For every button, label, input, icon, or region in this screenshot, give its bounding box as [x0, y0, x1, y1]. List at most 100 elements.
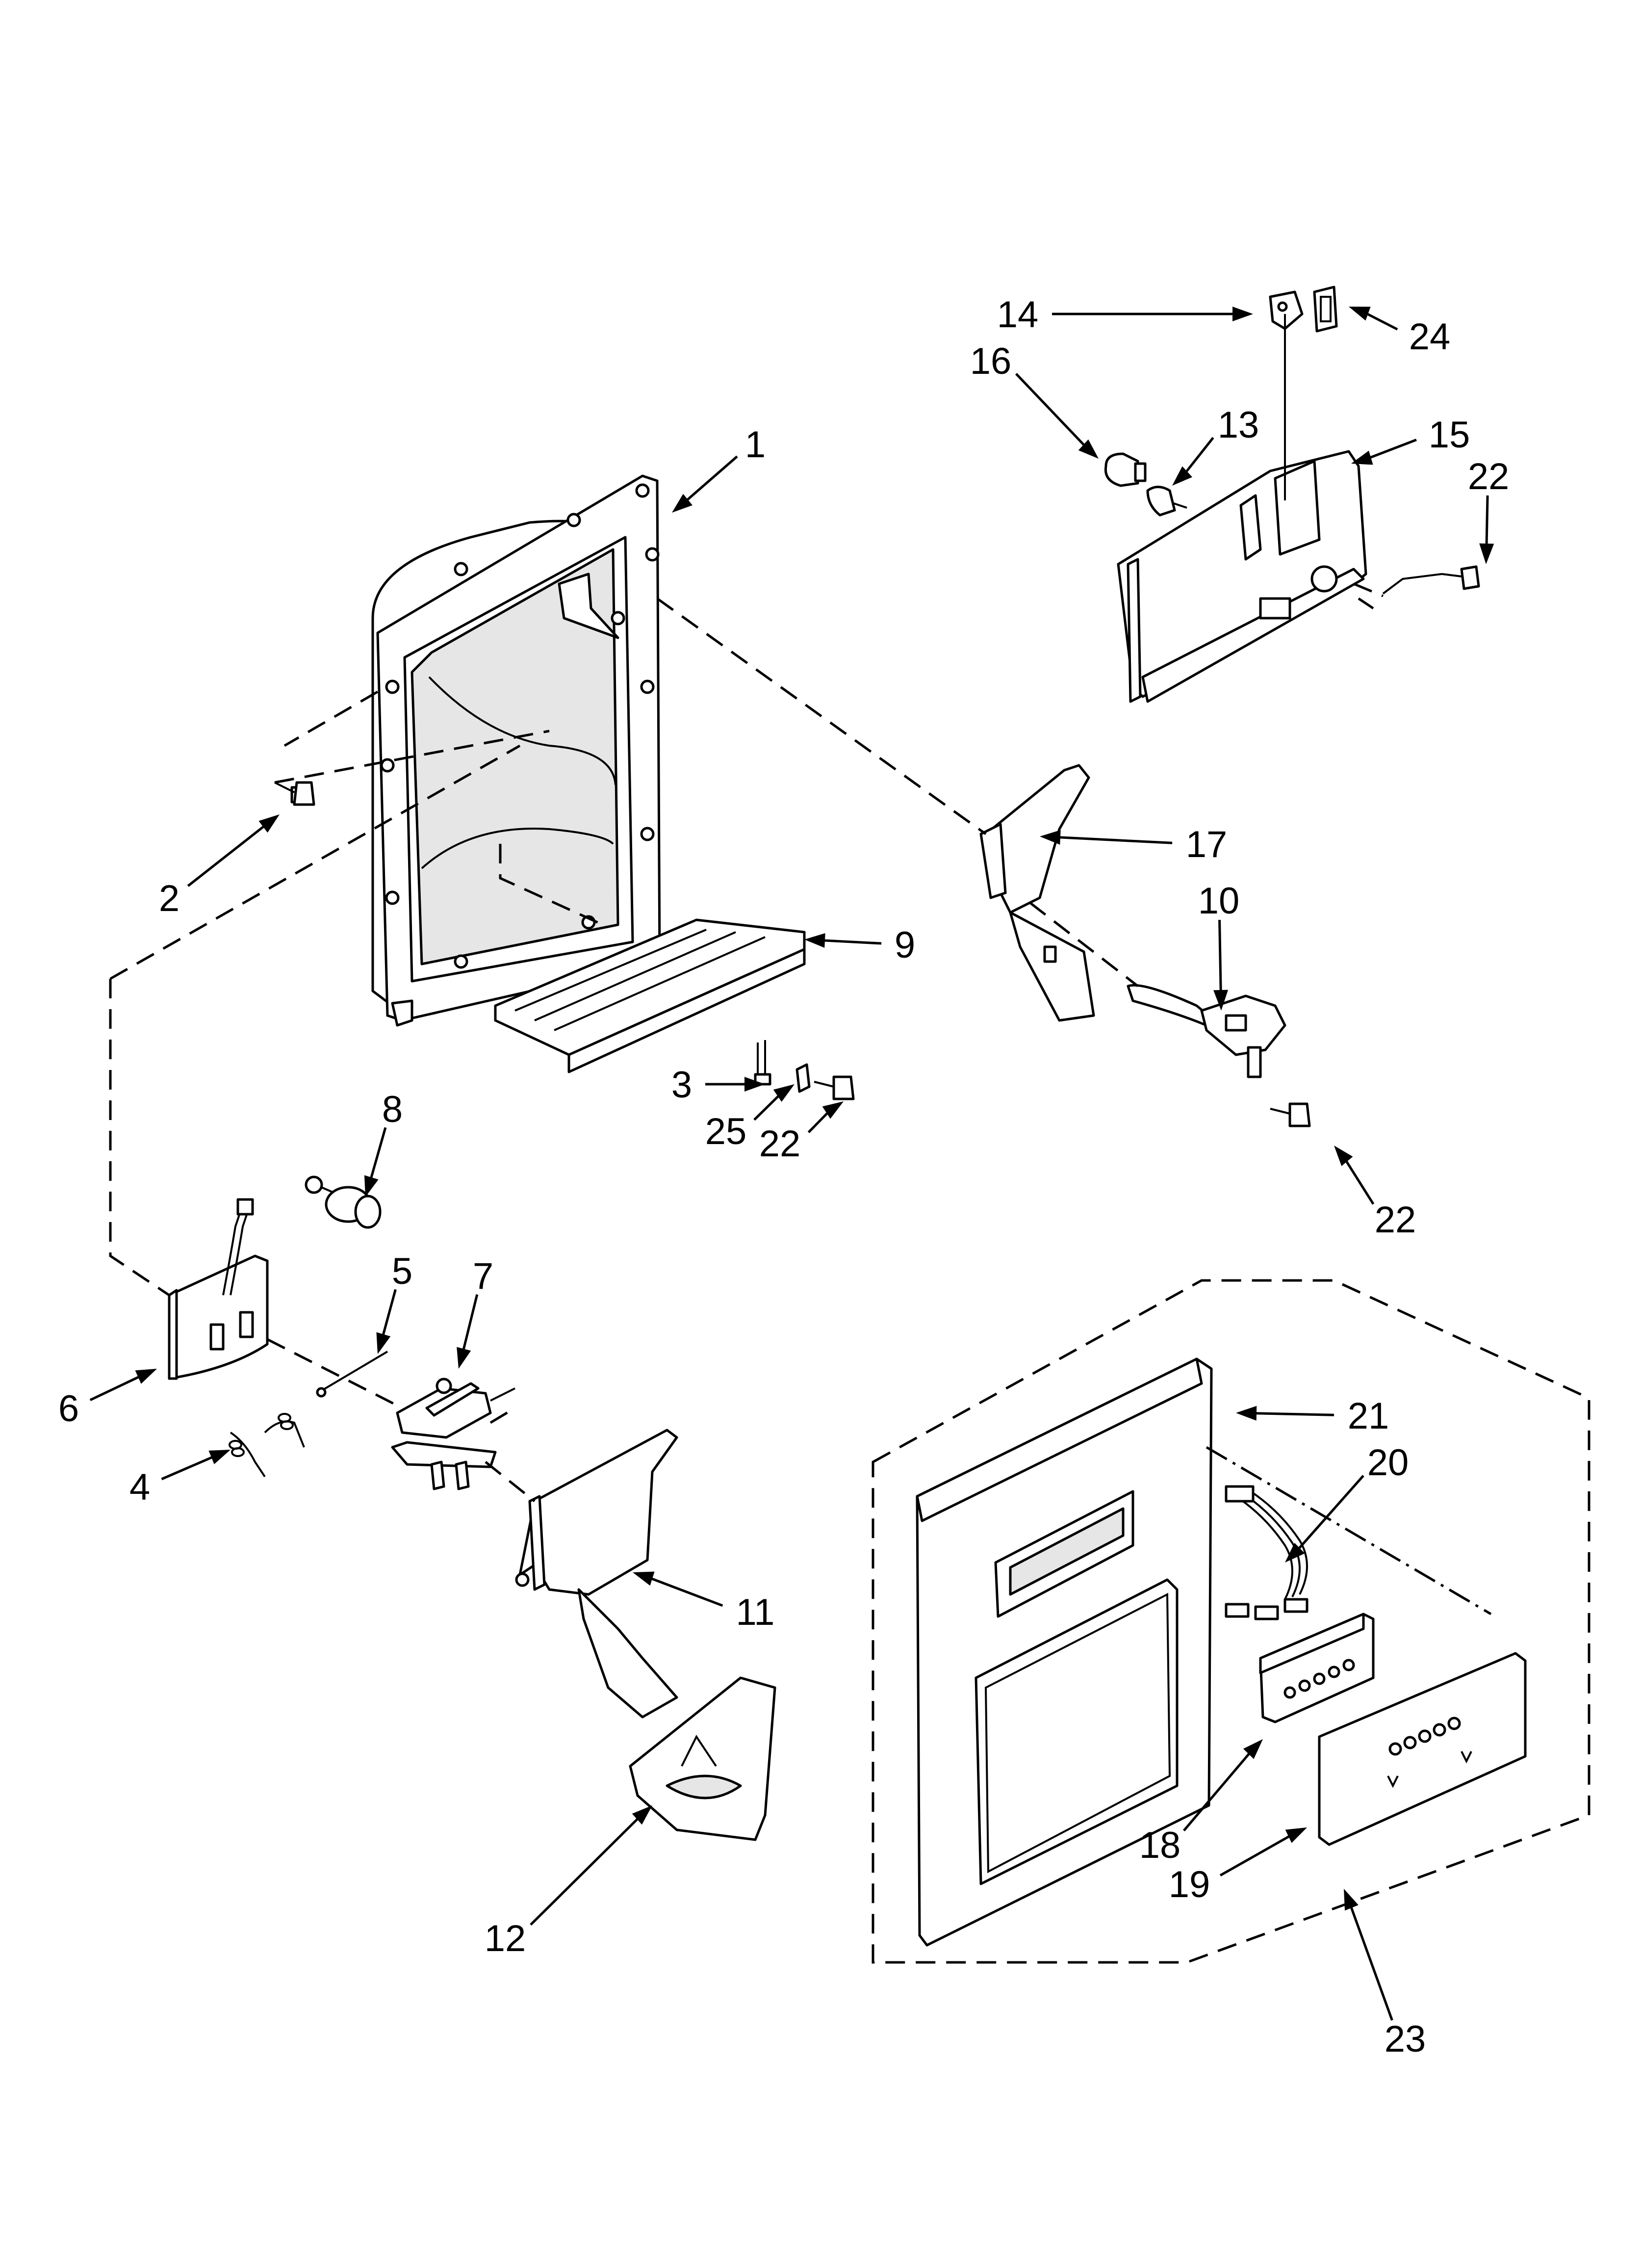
callout-c16: 16	[970, 340, 1099, 459]
ice-chute-12	[629, 1676, 776, 1841]
leader-line	[807, 1109, 832, 1133]
callout-c1: 1	[672, 424, 766, 513]
callout-number: 22	[759, 1123, 801, 1165]
control-board-18	[1259, 1613, 1375, 1723]
callout-layer: 1234567891011121314151617181920212222222…	[58, 294, 1509, 2060]
leader-line	[461, 1294, 479, 1354]
leader-arrowhead	[457, 1347, 471, 1369]
leader-arrowhead	[633, 1571, 655, 1586]
leader-line	[647, 1576, 723, 1607]
clip-3	[754, 1040, 771, 1086]
leader-line	[1183, 1749, 1253, 1832]
leader-line	[1219, 1833, 1294, 1877]
spacer-25	[795, 1063, 811, 1093]
callout-c19: 19	[1169, 1827, 1307, 1905]
leader-arrowhead	[1243, 1739, 1263, 1759]
leader-arrowhead	[364, 1175, 379, 1197]
callout-number: 7	[473, 1255, 493, 1297]
leader-arrowhead	[135, 1369, 157, 1384]
callout-number: 20	[1367, 1442, 1409, 1484]
callout-c20: 20	[1285, 1442, 1409, 1563]
callout-number: 15	[1429, 414, 1470, 456]
dispenser-lever-arm	[1127, 984, 1286, 1078]
callout-c22c: 22	[1334, 1146, 1416, 1241]
micro-switch-14	[1269, 290, 1304, 330]
callout-c25: 25	[705, 1084, 795, 1152]
callout-number: 17	[1186, 824, 1228, 865]
leader-arrowhead	[672, 494, 693, 513]
lamp-socket-13	[1146, 486, 1187, 517]
callout-c4: 4	[129, 1450, 231, 1508]
callout-number: 2	[159, 878, 180, 919]
callout-number: 5	[392, 1251, 412, 1292]
callout-number: 3	[671, 1064, 692, 1106]
leader-line	[1182, 437, 1214, 476]
leader-arrowhead	[1040, 830, 1061, 845]
callout-c24: 24	[1349, 307, 1450, 358]
leader-arrowhead	[1351, 450, 1373, 465]
callout-c22a: 22	[1468, 456, 1510, 564]
leader-arrowhead	[1479, 543, 1494, 564]
leader-arrowhead	[773, 1084, 795, 1102]
lamp-16	[1104, 452, 1147, 487]
leader-line	[1251, 1412, 1334, 1416]
leader-arrowhead	[1232, 307, 1253, 321]
ice-door-11	[515, 1429, 678, 1719]
callout-number: 9	[895, 924, 915, 966]
callout-c13: 13	[1172, 404, 1259, 486]
dispenser-housing	[371, 474, 661, 1027]
leader-arrowhead	[1349, 307, 1371, 321]
leader-arrowhead	[804, 933, 825, 948]
callout-number: 22	[1375, 1199, 1416, 1241]
solenoid-6	[168, 1198, 269, 1380]
leader-line	[161, 1454, 217, 1481]
callout-c10: 10	[1198, 880, 1240, 1011]
leader-arrowhead	[258, 814, 280, 833]
leader-line	[1343, 1157, 1375, 1205]
callout-c23: 23	[1344, 1889, 1426, 2060]
leader-line	[1015, 373, 1088, 449]
leader-line	[820, 939, 882, 945]
screw-2	[274, 781, 315, 806]
control-overlay-19	[1318, 1652, 1527, 1846]
leader-arrowhead	[1285, 1542, 1305, 1563]
leader-arrowhead	[208, 1450, 231, 1464]
callout-number: 19	[1169, 1864, 1210, 1905]
callout-number: 22	[1468, 456, 1510, 497]
callout-c7: 7	[457, 1255, 493, 1369]
callout-number: 24	[1409, 316, 1451, 358]
screw-22b	[814, 1075, 855, 1100]
callout-c2: 2	[159, 814, 280, 919]
leader-arrowhead	[376, 1332, 391, 1354]
leader-line	[1218, 919, 1222, 995]
screw-22a	[1382, 565, 1480, 595]
leader-arrowhead	[632, 1805, 652, 1825]
leader-line	[1055, 835, 1173, 844]
wire-harness-20	[1225, 1485, 1308, 1620]
callout-number: 6	[58, 1388, 79, 1430]
leader-arrowhead	[1078, 439, 1099, 459]
assembly-outline-23	[872, 1279, 1591, 1964]
leader-line	[89, 1374, 143, 1402]
callout-number: 10	[1198, 880, 1240, 922]
callout-number: 21	[1348, 1395, 1389, 1437]
callout-c9: 9	[804, 924, 915, 966]
chute-door-lever	[979, 764, 1095, 1022]
drip-tray	[494, 918, 806, 1073]
leader-line	[1348, 1903, 1393, 2021]
callout-number: 4	[129, 1466, 150, 1508]
leader-line	[530, 1815, 641, 1926]
magnet-8	[305, 1175, 382, 1229]
callout-number: 8	[382, 1089, 403, 1130]
callout-c18: 18	[1139, 1739, 1263, 1866]
leader-line	[1485, 495, 1489, 549]
leader-arrowhead	[1172, 466, 1193, 486]
callout-number: 16	[970, 340, 1012, 382]
callout-number: 14	[997, 294, 1039, 336]
screw-22c	[1270, 1102, 1311, 1127]
leader-line	[381, 1289, 397, 1339]
leader-line	[368, 1127, 387, 1183]
callout-c21: 21	[1236, 1395, 1389, 1437]
